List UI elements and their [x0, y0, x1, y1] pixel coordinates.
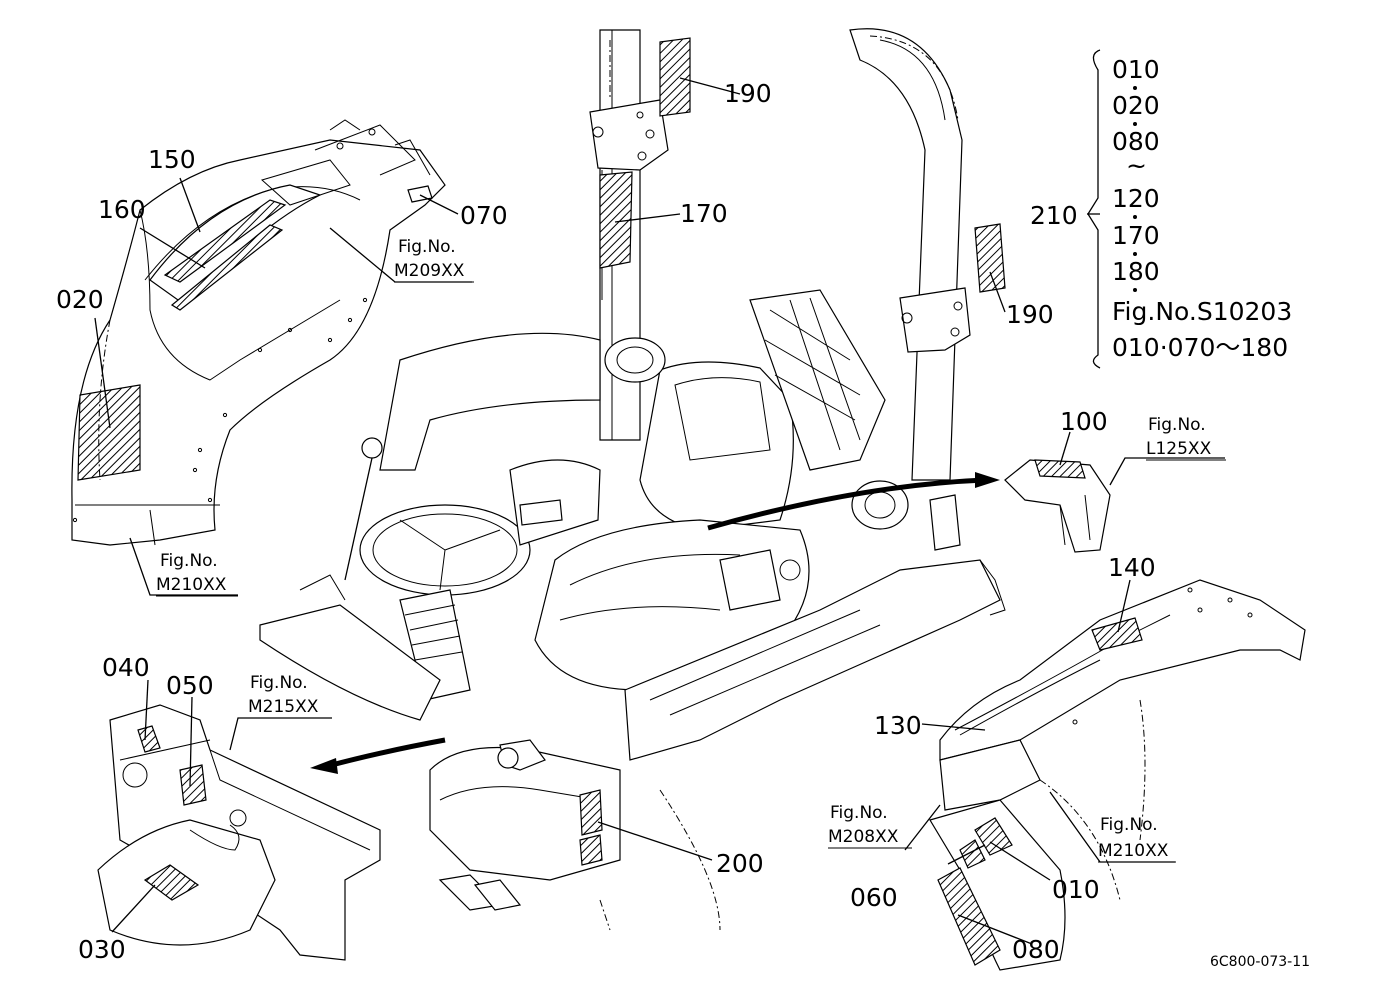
callout-210: 210 — [1030, 201, 1078, 230]
kit-item-0: 010 — [1112, 55, 1160, 84]
callout-060: 060 — [850, 883, 898, 912]
svg-text:M209XX: M209XX — [394, 261, 465, 281]
kit-item-4: 120 — [1112, 184, 1160, 213]
callout-160: 160 — [98, 195, 146, 224]
callout-100: 100 — [1060, 407, 1108, 436]
tractor-illustration — [71, 28, 1306, 971]
drawing-code: 6C800-073-11 — [1210, 954, 1310, 970]
callout-200: 200 — [716, 849, 764, 878]
kit-range: 010·070～180 — [1112, 333, 1288, 362]
callout-190-lower: 190 — [1006, 300, 1054, 329]
svg-text:Fig.No.: Fig.No. — [1148, 415, 1206, 435]
svg-text:L125XX: L125XX — [1146, 439, 1212, 459]
svg-text:Fig.No.: Fig.No. — [1100, 815, 1158, 835]
fig-ref-m210-right: Fig.No. M210XX — [1098, 815, 1169, 861]
callout-030: 030 — [78, 935, 126, 964]
callout-130: 130 — [874, 711, 922, 740]
callout-010: 010 — [1052, 875, 1100, 904]
fig-ref-m208: Fig.No. M208XX — [828, 803, 899, 847]
callout-050: 050 — [166, 671, 214, 700]
svg-text:Fig.No.: Fig.No. — [398, 237, 456, 257]
callout-140: 140 — [1108, 553, 1156, 582]
callout-170: 170 — [680, 199, 728, 228]
svg-text:M215XX: M215XX — [248, 697, 319, 717]
kit-item-3: ~ — [1126, 151, 1147, 180]
kit-item-1: 020 — [1112, 91, 1160, 120]
callout-080: 080 — [1012, 935, 1060, 964]
svg-text:Fig.No.: Fig.No. — [160, 551, 218, 571]
fig-ref-l125: Fig.No. L125XX — [1146, 415, 1212, 459]
svg-text:M210XX: M210XX — [156, 575, 227, 595]
callout-020: 020 — [56, 285, 104, 314]
fig-ref-m215: Fig.No. M215XX — [248, 673, 319, 717]
callout-labels: 190 190 170 150 160 070 020 210 100 140 … — [56, 79, 1156, 964]
svg-text:M210XX: M210XX — [1098, 841, 1169, 861]
callout-150: 150 — [148, 145, 196, 174]
callout-040: 040 — [102, 653, 150, 682]
callout-070: 070 — [460, 201, 508, 230]
svg-text:M208XX: M208XX — [828, 827, 899, 847]
svg-text:Fig.No.: Fig.No. — [250, 673, 308, 693]
fig-ref-m210-left: Fig.No. M210XX — [156, 551, 227, 595]
svg-text:Fig.No.: Fig.No. — [830, 803, 888, 823]
kit-list-210: 010 020 080 ~ 120 170 180 Fig.No.S10203 … — [1112, 55, 1292, 362]
kit-item-2: 080 — [1112, 127, 1160, 156]
callout-190-upper: 190 — [724, 79, 772, 108]
kit-item-6: 180 — [1112, 257, 1160, 286]
transfer-arrows — [310, 472, 1000, 774]
kit-fig-ref: Fig.No.S10203 — [1112, 297, 1292, 326]
kit-item-5: 170 — [1112, 221, 1160, 250]
figure-references: Fig.No. M209XX Fig.No. M210XX Fig.No. L1… — [156, 237, 1226, 863]
fig-ref-m209: Fig.No. M209XX — [394, 237, 465, 281]
